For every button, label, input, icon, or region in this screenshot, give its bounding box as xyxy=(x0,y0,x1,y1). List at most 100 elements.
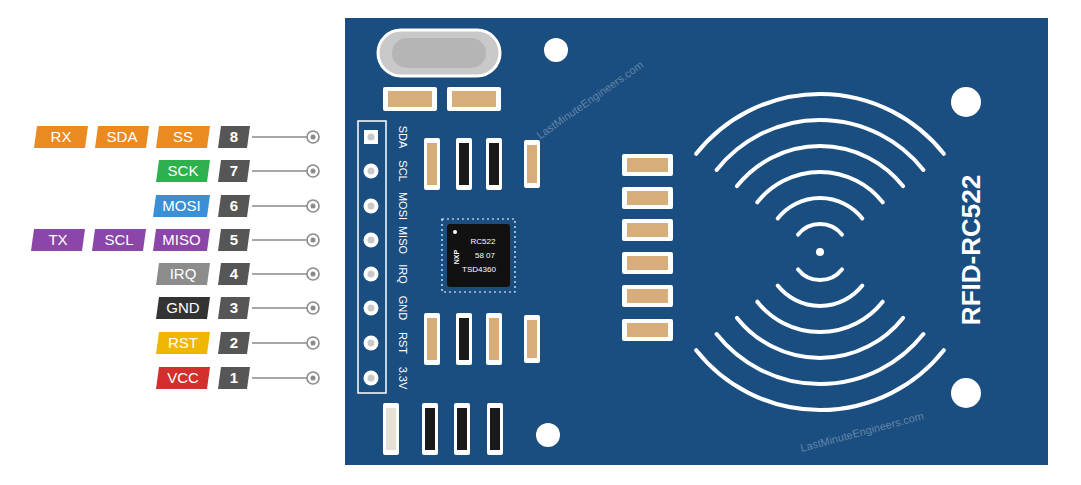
pin-number: 1 xyxy=(230,367,238,389)
pin-number-tag: 6 xyxy=(218,195,250,217)
silkscreen-pin-name: RST xyxy=(397,332,410,354)
tag-fill xyxy=(218,195,250,217)
pin-pad xyxy=(364,199,379,214)
pin-signal-name: RX xyxy=(51,126,72,148)
silkscreen-pin-name: GND xyxy=(397,296,410,320)
pin-hole xyxy=(368,271,375,278)
leader-dot xyxy=(311,376,316,381)
leader-dots xyxy=(311,135,316,381)
tag-fill xyxy=(92,229,146,251)
pin-number: 6 xyxy=(230,195,238,217)
resistor-body xyxy=(459,318,469,360)
chip-marking: 58 07 xyxy=(475,251,495,260)
resistor xyxy=(456,138,472,190)
tag-fill xyxy=(95,126,149,148)
leader-end xyxy=(307,200,319,212)
capacitor-body xyxy=(627,158,668,172)
pin-function-tag: RST xyxy=(156,332,210,354)
header-outline xyxy=(358,121,386,393)
antenna-arc xyxy=(798,224,842,235)
capacitor-body xyxy=(627,323,668,337)
capacitor xyxy=(622,154,673,176)
antenna-arc xyxy=(696,94,944,154)
pin-function-tag: IRQ xyxy=(156,263,210,285)
pin-pad xyxy=(364,164,379,179)
tag-fill xyxy=(156,263,210,285)
pin-function-tag: MOSI xyxy=(153,195,210,217)
mounting-hole xyxy=(536,423,560,447)
antenna-arc xyxy=(696,350,944,410)
antenna-arc xyxy=(778,286,863,306)
pin-number-tag: 5 xyxy=(218,229,250,251)
pin-number-tag: 4 xyxy=(218,263,250,285)
leader-dot xyxy=(311,238,316,243)
leader-lines xyxy=(252,137,307,378)
antenna-arc xyxy=(737,318,903,358)
mounting-hole xyxy=(951,378,981,408)
pin-function-tag: RX xyxy=(34,126,88,148)
capacitor-body xyxy=(627,256,668,270)
tag-fill xyxy=(156,367,210,389)
leader-ends xyxy=(307,131,319,384)
silkscreen-pin-name: SDA xyxy=(397,126,410,149)
resistor xyxy=(487,403,503,455)
pin-number: 2 xyxy=(230,332,238,354)
capacitor-body xyxy=(527,320,537,358)
capacitor-body xyxy=(627,191,668,205)
capacitor xyxy=(383,87,437,111)
leader-line xyxy=(252,273,307,275)
pin-signal-name: TX xyxy=(48,229,67,251)
resistor-body xyxy=(490,408,500,450)
resistor xyxy=(422,403,438,455)
pin-number: 7 xyxy=(230,160,238,182)
leader-end xyxy=(307,372,319,384)
tag-fill xyxy=(218,229,250,251)
capacitor xyxy=(424,313,440,365)
capacitor-body xyxy=(527,145,537,183)
pin-function-tag: TX xyxy=(31,229,85,251)
capacitor xyxy=(622,187,673,209)
antenna-center xyxy=(816,248,824,256)
pin-function-tag: SCL xyxy=(92,229,146,251)
chip-marking: TSD4360 xyxy=(462,265,496,274)
pin-signal-name: VCC xyxy=(167,367,199,389)
antenna-arc xyxy=(798,269,842,280)
pin-number: 3 xyxy=(230,297,238,319)
capacitor xyxy=(622,285,673,307)
leader-line xyxy=(252,377,307,379)
capacitor-body xyxy=(452,91,496,107)
capacitor-body xyxy=(427,318,437,360)
silkscreen-pin-name: MISO xyxy=(397,226,410,254)
pin-number-tag: 1 xyxy=(218,367,250,389)
capacitor xyxy=(524,140,540,188)
pin-signal-name: GND xyxy=(166,297,199,319)
leader-line xyxy=(252,342,307,344)
capacitor xyxy=(486,313,502,365)
pin-function-tag: GND xyxy=(156,297,210,319)
pin-hole xyxy=(368,168,375,175)
antenna-arc xyxy=(717,120,924,170)
leader-end xyxy=(307,165,319,177)
pin-pad xyxy=(364,336,379,351)
resistor xyxy=(456,313,472,365)
tag-fill xyxy=(31,229,85,251)
capacitor xyxy=(622,319,673,341)
capacitor xyxy=(383,403,399,455)
capacitor-body xyxy=(627,289,668,303)
tag-fill xyxy=(218,332,250,354)
board-name: RFID-RC522 xyxy=(957,175,987,325)
silkscreen-pin-name: 3.3V xyxy=(397,367,410,390)
pin-function-tag: SCK xyxy=(156,160,210,182)
pin-signal-name: IRQ xyxy=(170,263,197,285)
silkscreen-pin-name: SCL xyxy=(397,160,410,181)
pin-function-tag: MISO xyxy=(153,229,210,251)
tag-fill xyxy=(34,126,88,148)
pin-pad xyxy=(364,371,379,386)
pin-number: 8 xyxy=(230,126,238,148)
resistor xyxy=(454,403,470,455)
leader-line xyxy=(252,136,307,138)
pcb-board xyxy=(345,18,1048,465)
capacitor-body xyxy=(386,408,396,450)
mounting-hole xyxy=(951,87,981,117)
